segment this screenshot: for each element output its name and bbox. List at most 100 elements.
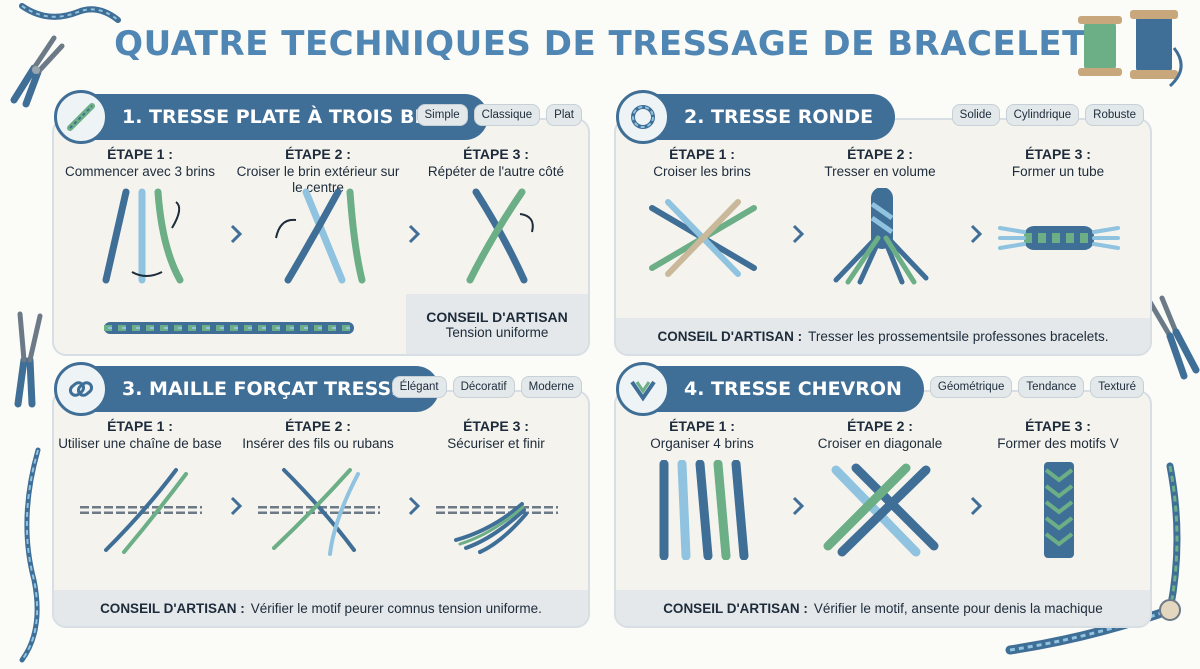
panel-header: 4. TRESSE CHEVRON xyxy=(616,362,924,416)
tag: Robuste xyxy=(1085,104,1144,126)
tag: Cylindrique xyxy=(1005,104,1080,126)
chevron-right-icon xyxy=(408,496,421,516)
artisan-tip: CONSEIL D'ARTISAN : Vérifier le motif, a… xyxy=(616,590,1150,626)
step-label: ÉTAPE 1 : xyxy=(107,146,173,162)
step-label: ÉTAPE 3 : xyxy=(1025,418,1091,434)
step: ÉTAPE 2 : Insérer des fils ou rubans xyxy=(232,418,404,452)
tag: Élégant xyxy=(391,376,447,398)
step-label: ÉTAPE 2 : xyxy=(847,146,913,162)
tip-label: CONSEIL D'ARTISAN xyxy=(426,308,568,325)
panel-header: 2. TRESSE RONDE xyxy=(616,90,896,144)
step-description: Organiser 4 brins xyxy=(650,436,754,451)
step: ÉTAPE 3 : Former un tube xyxy=(972,146,1144,180)
chain-base-illustration xyxy=(80,468,202,554)
pliers-icon xyxy=(10,35,65,108)
tip-label: CONSEIL D'ARTISAN : xyxy=(663,600,808,616)
tag: Classique xyxy=(473,104,541,126)
step-description: Sécuriser et finir xyxy=(447,436,545,451)
step: ÉTAPE 2 : Tresser en volume xyxy=(794,146,966,180)
chevron-right-icon xyxy=(408,224,421,244)
panel-title: 3. MAILLE FORÇAT TRESSÉE xyxy=(122,378,418,400)
chevron-right-icon xyxy=(970,496,983,516)
cross-strand-illustration xyxy=(275,188,366,284)
step: ÉTAPE 3 : Répéter de l'autre côté xyxy=(410,146,582,180)
step: ÉTAPE 1 : Organiser 4 brins xyxy=(616,418,788,452)
tag-list: Géométrique Tendance Texturé xyxy=(929,376,1144,398)
repeat-braid-illustration xyxy=(466,188,534,284)
chain-link-icon xyxy=(54,362,108,416)
panel-header: 3. MAILLE FORÇAT TRESSÉE xyxy=(54,362,440,416)
artisan-tip: CONSEIL D'ARTISAN : Tresser les prosseme… xyxy=(616,318,1150,354)
step: ÉTAPE 3 : Former des motifs V xyxy=(972,418,1144,452)
thread-spool-icon xyxy=(1078,10,1183,88)
step-description: Commencer avec 3 brins xyxy=(64,164,216,179)
step: ÉTAPE 3 : Sécuriser et finir xyxy=(410,418,582,452)
tube-braid-illustration xyxy=(998,226,1120,250)
tag: Décoratif xyxy=(452,376,515,398)
step: ÉTAPE 2 : Croiser en diagonale xyxy=(794,418,966,452)
step-label: ÉTAPE 1 : xyxy=(107,418,173,434)
three-strands-illustration xyxy=(102,188,184,284)
step-label: ÉTAPE 2 : xyxy=(847,418,913,434)
pliers-icon xyxy=(1147,295,1200,380)
artisan-tip: CONSEIL D'ARTISAN Tension uniforme xyxy=(406,294,588,354)
panel-flat-braid: 1. TRESSE PLATE À TROIS BRINS Simple Cla… xyxy=(52,90,590,356)
panel-round-braid: 2. TRESSE RONDE Solide Cylindrique Robus… xyxy=(614,90,1152,356)
step-label: ÉTAPE 2 : xyxy=(285,146,351,162)
tip-text: Vérifier le motif, ansente pour denis la… xyxy=(813,600,1103,616)
tag-list: Solide Cylindrique Robuste xyxy=(951,104,1144,126)
chevron-heart-icon xyxy=(616,362,670,416)
four-strands-illustration xyxy=(659,460,749,560)
step-description: Croiser en diagonale xyxy=(817,436,943,451)
step-label: ÉTAPE 3 : xyxy=(463,418,529,434)
braid-icon xyxy=(54,90,108,144)
step-label: ÉTAPE 3 : xyxy=(463,146,529,162)
bracelet-cord-icon xyxy=(19,447,41,663)
tag: Moderne xyxy=(520,376,582,398)
panel-chevron-braid: 4. TRESSE CHEVRON Géométrique Tendance T… xyxy=(614,362,1152,628)
volume-braid-illustration xyxy=(833,188,929,285)
chevron-right-icon xyxy=(230,224,243,244)
step-description: Répéter de l'autre côté xyxy=(427,164,565,179)
panel-chain-braid: 3. MAILLE FORÇAT TRESSÉE Élégant Décorat… xyxy=(52,362,590,628)
step-description: Former un tube xyxy=(1011,164,1105,179)
step-label: ÉTAPE 1 : xyxy=(669,418,735,434)
step-description: Tresser en volume xyxy=(824,164,936,179)
braided-bracelet-illustration xyxy=(104,322,354,334)
step: ÉTAPE 1 : Utiliser une chaîne de base xyxy=(54,418,226,452)
tag-list: Élégant Décoratif Moderne xyxy=(391,376,582,398)
tip-text: Tresser les prossementsile professones b… xyxy=(808,328,1109,344)
crossed-strands-illustration xyxy=(649,199,757,277)
step-label: ÉTAPE 1 : xyxy=(669,146,735,162)
step-description: Croiser les brins xyxy=(653,164,751,179)
chevron-right-icon xyxy=(230,496,243,516)
tag: Simple xyxy=(416,104,468,126)
tip-text: Tension uniforme xyxy=(445,324,549,340)
step-description: Insérer des fils ou rubans xyxy=(242,436,394,451)
page-title: QUATRE TECHNIQUES DE TRESSAGE DE BRACELE… xyxy=(114,24,1086,64)
step: ÉTAPE 1 : Croiser les brins xyxy=(616,146,788,180)
tag: Tendance xyxy=(1018,376,1085,398)
tag: Plat xyxy=(546,104,582,126)
tag: Solide xyxy=(951,104,1000,126)
step-label: ÉTAPE 3 : xyxy=(1025,146,1091,162)
tag: Géométrique xyxy=(929,376,1013,398)
step-description: Utiliser une chaîne de base xyxy=(58,436,222,451)
secure-finish-illustration xyxy=(436,502,558,554)
step-label: ÉTAPE 2 : xyxy=(285,418,351,434)
chevron-right-icon xyxy=(792,224,805,244)
insert-threads-illustration xyxy=(258,468,380,556)
diagonal-cross-illustration xyxy=(823,463,939,557)
pliers-icon xyxy=(14,311,43,408)
tip-text: Vérifier le motif peurer comnus tension … xyxy=(250,600,542,616)
artisan-tip: CONSEIL D'ARTISAN : Vérifier le motif pe… xyxy=(54,590,588,626)
tip-label: CONSEIL D'ARTISAN : xyxy=(100,600,245,616)
round-braid-icon xyxy=(616,90,670,144)
step-description: Former des motifs V xyxy=(997,436,1119,451)
v-pattern-illustration xyxy=(1044,462,1074,558)
chevron-right-icon xyxy=(792,496,805,516)
panel-title: 1. TRESSE PLATE À TROIS BRINS xyxy=(122,106,466,128)
tip-label: CONSEIL D'ARTISAN : xyxy=(657,328,803,344)
tag: Texturé xyxy=(1090,376,1144,398)
step: ÉTAPE 1 : Commencer avec 3 brins xyxy=(54,146,226,180)
